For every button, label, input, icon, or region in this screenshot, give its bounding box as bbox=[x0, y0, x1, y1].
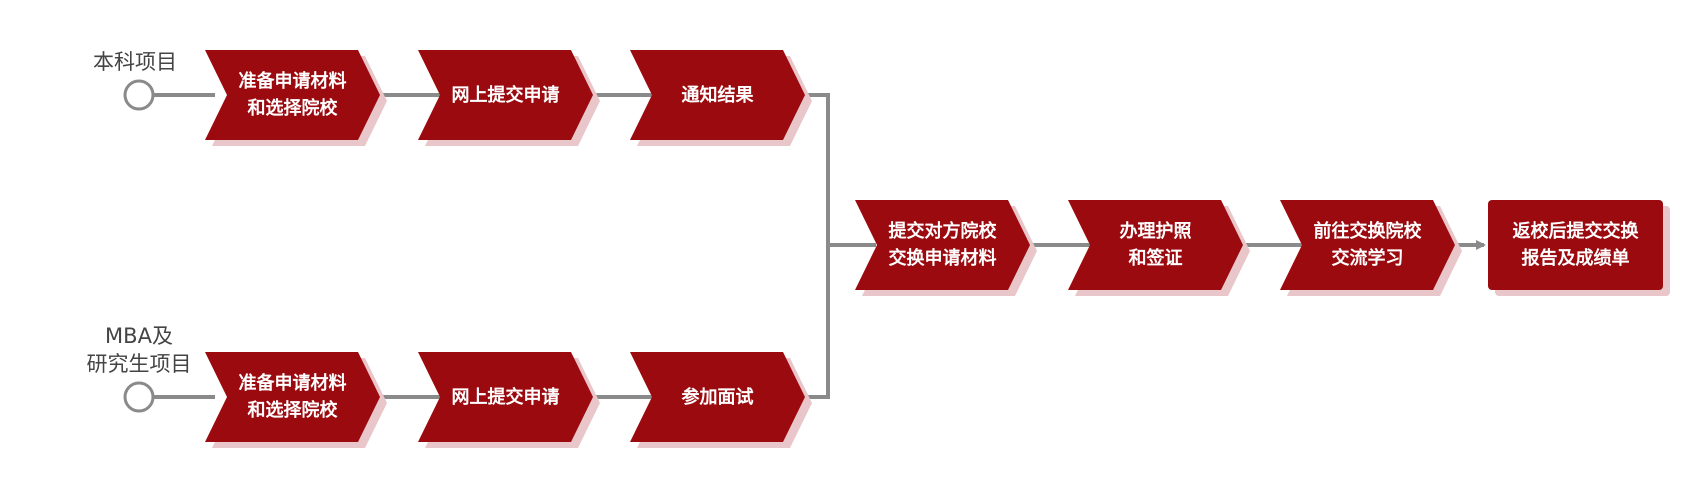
graduate-label-line1: MBA及 bbox=[105, 324, 173, 348]
graduate-step-interview: 参加面试 bbox=[630, 352, 805, 442]
step-label-line1: 网上提交申请 bbox=[451, 386, 560, 408]
graduate-start-node bbox=[123, 381, 155, 413]
step-label-line2: 报告及成绩单 bbox=[1521, 248, 1630, 269]
step-label-line1: 办理护照 bbox=[1119, 221, 1192, 242]
undergrad-step-apply-online: 网上提交申请 bbox=[418, 50, 593, 140]
start-nodes bbox=[123, 79, 155, 413]
step-label-line1: 前往交换院校 bbox=[1313, 221, 1422, 242]
undergrad-label-text: 本科项目 bbox=[93, 50, 177, 74]
common-step-submit-exchange: 提交对方院校 交换申请材料 bbox=[855, 200, 1030, 290]
step-label-line2: 和选择院校 bbox=[247, 400, 338, 421]
graduate-label-line2: 研究生项目 bbox=[86, 352, 192, 376]
common-step-passport-visa: 办理护照 和签证 bbox=[1068, 200, 1243, 290]
graduate-chevron-2 bbox=[418, 352, 593, 442]
common-step-go-study: 前往交换院校 交流学习 bbox=[1280, 200, 1455, 290]
undergrad-chevron-1 bbox=[205, 50, 380, 140]
graduate-chevron-3 bbox=[630, 352, 805, 442]
merge-bracket bbox=[805, 93, 830, 399]
step-label-line1: 返校后提交交换 bbox=[1512, 221, 1639, 242]
step-label-line2: 交流学习 bbox=[1331, 248, 1404, 269]
graduate-chevron-1 bbox=[205, 352, 380, 442]
step-label-line2: 和签证 bbox=[1128, 248, 1183, 269]
undergrad-step-result: 通知结果 bbox=[630, 50, 805, 140]
step-label-line1: 提交对方院校 bbox=[888, 221, 997, 242]
undergrad-chevron-3 bbox=[630, 50, 805, 140]
undergrad-chevron-2 bbox=[418, 50, 593, 140]
common-chevron-2 bbox=[1068, 200, 1243, 290]
step-shapes bbox=[205, 50, 1670, 448]
common-chevron-3 bbox=[1280, 200, 1455, 290]
graduate-step-prepare: 准备申请材料 和选择院校 bbox=[205, 352, 380, 442]
connector-lines bbox=[153, 93, 1486, 399]
undergrad-step-prepare: 准备申请材料 和选择院校 bbox=[205, 50, 380, 140]
step-label-line1: 准备申请材料 bbox=[238, 71, 347, 92]
common-step-return-report: 返校后提交交换 报告及成绩单 bbox=[1488, 200, 1663, 290]
step-label-line1: 通知结果 bbox=[681, 84, 754, 106]
step-label-line2: 交换申请材料 bbox=[888, 248, 997, 269]
step-label-line1: 网上提交申请 bbox=[451, 84, 560, 106]
undergrad-start-node bbox=[123, 79, 155, 111]
graduate-track-label: MBA及 研究生项目 bbox=[74, 322, 204, 378]
step-label-line1: 准备申请材料 bbox=[238, 373, 347, 394]
step-label-line1: 参加面试 bbox=[681, 386, 754, 408]
undergrad-track-label: 本科项目 bbox=[80, 48, 190, 76]
graduate-step-apply-online: 网上提交申请 bbox=[418, 352, 593, 442]
common-chevron-1 bbox=[855, 200, 1030, 290]
step-label-line2: 和选择院校 bbox=[247, 98, 338, 119]
final-box bbox=[1488, 200, 1663, 290]
